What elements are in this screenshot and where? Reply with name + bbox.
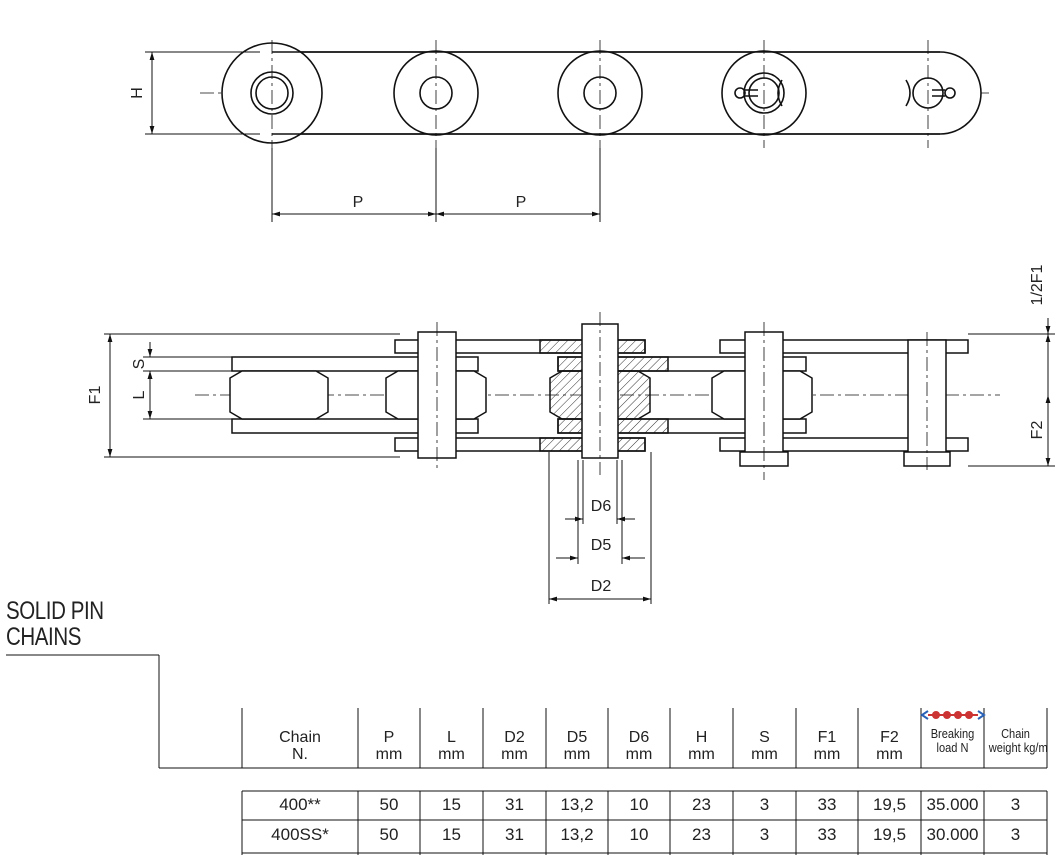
table-cell: 35.000 bbox=[926, 795, 979, 814]
dim-label-l: L bbox=[131, 390, 148, 399]
table-cell: 19,5 bbox=[872, 825, 907, 844]
table-header-top: S bbox=[759, 729, 770, 746]
table-cell: 30.000 bbox=[926, 825, 979, 844]
table-cell: 15 bbox=[442, 825, 461, 844]
section-title-line-2: CHAINS bbox=[6, 623, 82, 651]
section-title: SOLID PIN CHAINS bbox=[6, 598, 104, 650]
table-header-top: L bbox=[447, 729, 456, 746]
dim-label-d2: D2 bbox=[591, 578, 612, 595]
table-header-top: Chain bbox=[1001, 726, 1030, 741]
breaking-load-icon bbox=[920, 710, 986, 720]
table-cell: 50 bbox=[379, 795, 399, 814]
table-cell: 3 bbox=[759, 795, 770, 814]
table-cell: 23 bbox=[692, 825, 711, 844]
table-cell: 50 bbox=[379, 825, 399, 844]
dim-label-f2: F2 bbox=[1029, 421, 1046, 440]
table-header-top: Breaking bbox=[930, 726, 975, 741]
table-cell: 10 bbox=[629, 795, 649, 814]
table-header-bottom: mm bbox=[751, 746, 778, 763]
section-title-line-1: SOLID PIN bbox=[6, 597, 104, 625]
dim-label-d5: D5 bbox=[591, 537, 612, 554]
table-header-bottom: load N bbox=[936, 740, 969, 755]
chain-section-view bbox=[195, 312, 1000, 480]
table-cell: 33 bbox=[817, 795, 837, 814]
dim-label-half-f1: 1/2F1 bbox=[1029, 264, 1046, 305]
table-cell: 31 bbox=[505, 825, 524, 844]
dimension-left-section bbox=[104, 333, 400, 458]
table-cell: 33 bbox=[817, 825, 837, 844]
table-header-bottom: mm bbox=[876, 746, 903, 763]
table-grid bbox=[6, 654, 1048, 855]
table-header-bottom: mm bbox=[813, 746, 841, 763]
table-header-top: Chain bbox=[279, 729, 321, 746]
table-cell: 19,5 bbox=[872, 795, 907, 814]
dimension-pitch bbox=[271, 148, 601, 222]
table-header-top: D2 bbox=[504, 729, 525, 746]
table-header-top: P bbox=[383, 729, 395, 746]
table-header-bottom: mm bbox=[625, 746, 653, 763]
table-header-bottom: mm bbox=[375, 746, 403, 763]
table-header-bottom: N. bbox=[292, 746, 308, 763]
dim-label-pitch-1: P bbox=[353, 194, 364, 211]
dim-label-f1: F1 bbox=[87, 386, 104, 405]
table-cell: 3 bbox=[1010, 795, 1021, 814]
table-header-top: D6 bbox=[628, 729, 650, 746]
table-header-top: D5 bbox=[566, 729, 588, 746]
dim-label-pitch-2: P bbox=[516, 194, 527, 211]
table-header-bottom: mm bbox=[688, 746, 715, 763]
table-cell: 15 bbox=[442, 795, 461, 814]
dimension-h bbox=[145, 51, 260, 135]
dim-label-s: S bbox=[131, 359, 148, 370]
table-header-top: H bbox=[695, 729, 708, 746]
table-header-bottom: mm bbox=[438, 746, 465, 763]
table-cell: 13,2 bbox=[560, 825, 594, 844]
table-cell: 3 bbox=[1010, 825, 1021, 844]
dimension-diameters bbox=[548, 452, 652, 604]
dimension-right-section bbox=[968, 318, 1055, 467]
table-cell: 3 bbox=[759, 825, 770, 844]
table-header-bottom: mm bbox=[563, 746, 591, 763]
table-cell: 31 bbox=[505, 795, 524, 814]
dim-label-h: H bbox=[129, 87, 146, 99]
table-header-top: F2 bbox=[880, 729, 899, 746]
table-cell: 400SS* bbox=[271, 825, 329, 844]
table-header-bottom: mm bbox=[501, 746, 528, 763]
dim-label-d6: D6 bbox=[591, 498, 612, 515]
table-cell: 13,2 bbox=[560, 795, 594, 814]
table-cell: 400** bbox=[279, 795, 321, 814]
table-cell: 10 bbox=[629, 825, 649, 844]
table-header-bottom: weight kg/m bbox=[988, 740, 1048, 755]
table-cell: 23 bbox=[692, 795, 711, 814]
chain-side-view bbox=[200, 40, 990, 148]
table-header-top: F1 bbox=[817, 729, 837, 746]
